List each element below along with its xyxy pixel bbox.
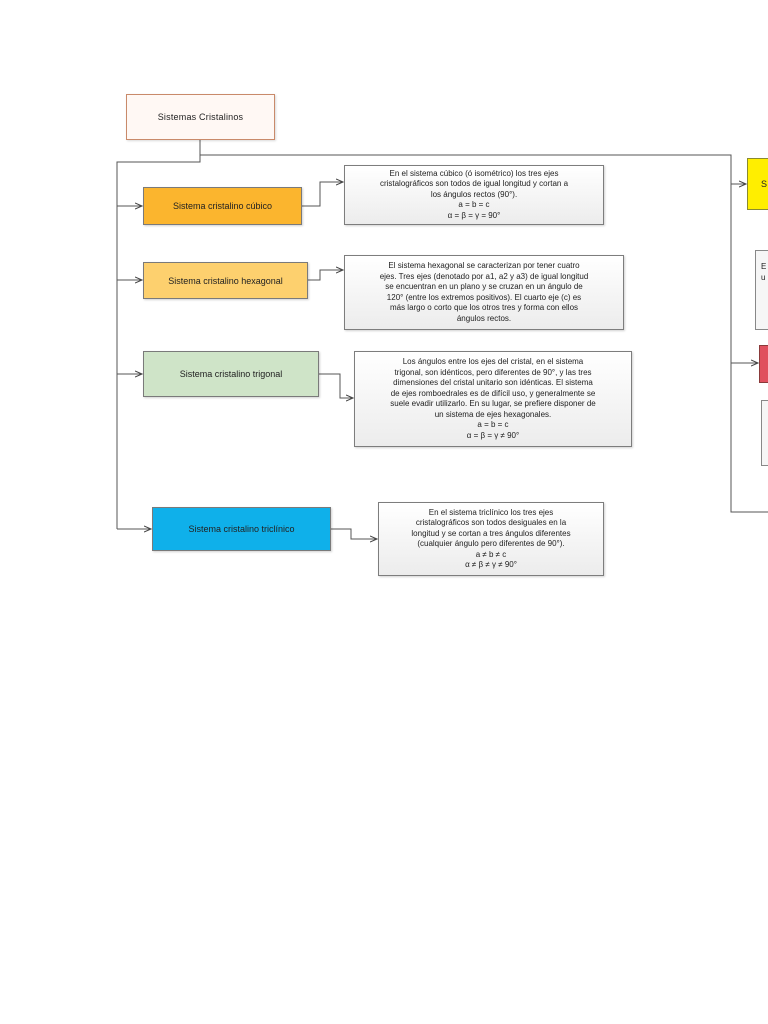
link-hexagonal-desc — [308, 270, 343, 281]
link-trigonal-desc — [319, 373, 353, 398]
node-sistema-hexagonal: Sistema cristalino hexagonal — [143, 262, 308, 299]
desc-line: longitud y se cortan a tres ángulos dife… — [411, 528, 571, 538]
node-sistema-triclinico: Sistema cristalino triclínico — [152, 507, 331, 551]
desc-line: 120° (entre los extremos positivos). El … — [386, 292, 582, 302]
desc-line: a = b = c — [458, 200, 490, 210]
desc-sistema-hexagonal: El sistema hexagonal se caracterizan por… — [344, 255, 624, 330]
desc-line: ejes. Tres ejes (denotado por a1, a2 y a… — [379, 271, 589, 281]
desc-line: cristalográficos son todos desiguales en… — [415, 518, 567, 527]
desc-line: (cualquier ángulo pero diferentes de 90°… — [417, 539, 565, 548]
node-sistema-cubico-label: Sistema cristalino cúbico — [172, 201, 273, 211]
desc-line: los ángulos rectos (90°). — [430, 189, 518, 199]
root-node-label: Sistemas Cristalinos — [157, 112, 244, 122]
node-sistema-triclinico-label: Sistema cristalino triclínico — [188, 524, 295, 534]
desc-line: se encuentran en un plano y se cruzan en… — [385, 282, 583, 291]
desc-line: α ≠ β ≠ γ ≠ 90° — [465, 560, 517, 569]
desc-line: dimensiones del cristal unitario son idé… — [393, 378, 593, 387]
desc-right-partial-2 — [761, 400, 768, 466]
desc-line: trigonal, son idénticos, pero diferentes… — [394, 367, 592, 377]
node-sistema-trigonal: Sistema cristalino trigonal — [143, 351, 319, 397]
desc-line: ángulos rectos. — [456, 313, 512, 323]
desc-line: En el sistema triclínico los tres ejes — [428, 507, 554, 517]
desc-line: a ≠ b ≠ c — [475, 549, 507, 559]
desc-line: α = β = γ ≠ 90° — [466, 430, 520, 440]
link-cubic-desc — [302, 182, 343, 207]
desc-sistema-trigonal: Los ángulos entre los ejes del cristal, … — [354, 351, 632, 447]
desc-line: α = β = γ = 90° — [447, 210, 501, 220]
desc-line: E — [761, 262, 767, 271]
root-to-trunk-line — [116, 140, 201, 529]
root-to-right-line — [200, 154, 768, 513]
desc-line: un sistema de ejes hexagonales. — [434, 409, 552, 419]
desc-line: a = b = c — [477, 420, 509, 429]
desc-line: Los ángulos entre los ejes del cristal, … — [402, 357, 584, 366]
desc-sistema-cubico: En el sistema cúbico (ó isométrico) los … — [344, 165, 604, 225]
node-right-yellow-partial: S — [747, 158, 768, 210]
desc-line: En el sistema cúbico (ó isométrico) los … — [389, 168, 559, 178]
link-triclinic-desc — [331, 528, 377, 539]
node-right-yellow-label: S — [761, 179, 768, 189]
desc-line: El sistema hexagonal se caracterizan por… — [388, 261, 580, 270]
desc-line: u — [761, 273, 766, 282]
desc-line: suele evadir utilizarlo. En su lugar, se… — [390, 399, 596, 408]
node-sistema-hexagonal-label: Sistema cristalino hexagonal — [168, 275, 283, 286]
desc-line: de ejes romboedrales es de difícil uso, … — [390, 388, 596, 398]
node-sistema-trigonal-label: Sistema cristalino trigonal — [179, 369, 283, 379]
desc-sistema-triclinico: En el sistema triclínico los tres ejes c… — [378, 502, 604, 576]
node-sistema-cubico: Sistema cristalino cúbico — [143, 187, 302, 225]
desc-right-partial: E u — [755, 250, 768, 330]
desc-line: cristalográficos son todos de igual long… — [379, 179, 569, 189]
node-right-red-partial — [759, 345, 768, 383]
root-node-sistemas-cristalinos: Sistemas Cristalinos — [126, 94, 275, 140]
desc-line: más largo o corto que los otros tres y f… — [389, 303, 579, 312]
